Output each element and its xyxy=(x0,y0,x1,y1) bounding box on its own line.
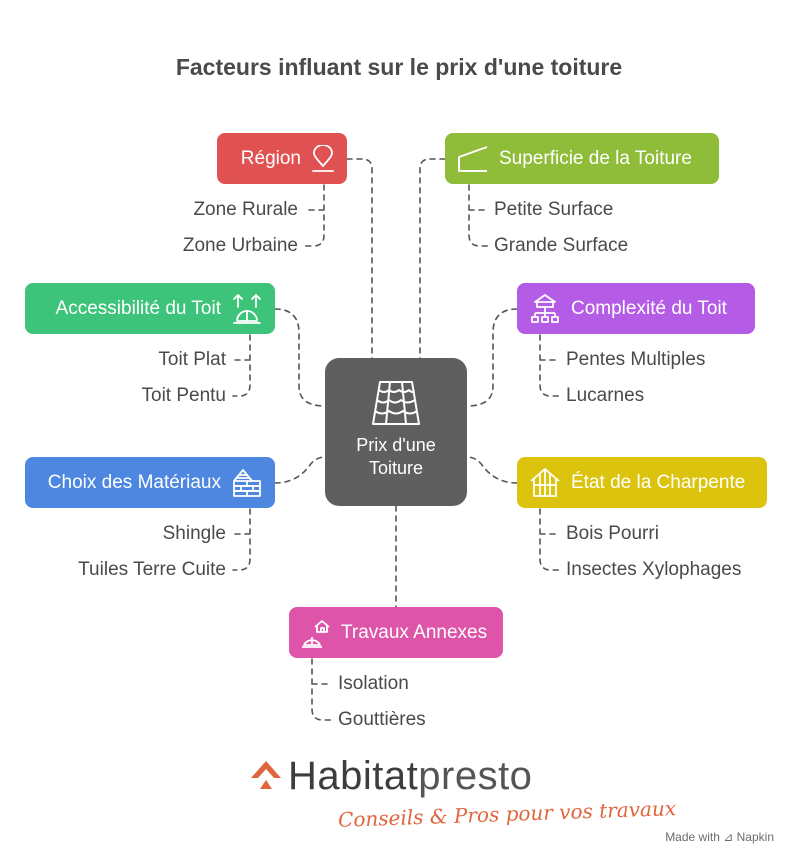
leaf-toit-plat: Toit Plat xyxy=(158,349,226,370)
leaf-zone-urbaine: Zone Urbaine xyxy=(182,235,298,256)
leaf-grande-surface: Grande Surface xyxy=(494,235,629,256)
node-accessibilite: Accessibilité du Toit xyxy=(25,283,275,334)
node-travaux: Travaux Annexes xyxy=(289,607,503,658)
logo-wordmark: Habitatpresto xyxy=(288,754,532,799)
node-superficie-label: Superficie de la Toiture xyxy=(499,147,692,169)
leaf-insectes-xylophages: Insectes Xylophages xyxy=(566,559,742,580)
center-node: Prix d'une Toiture xyxy=(325,358,467,506)
leaf-gouttieres: Gouttières xyxy=(338,709,426,730)
napkin-brand: Napkin xyxy=(736,830,774,844)
leaf-tuiles-terre-cuite: Tuiles Terre Cuite xyxy=(78,559,226,580)
map-pin-icon xyxy=(312,144,334,172)
bracket-accessibilite xyxy=(232,334,251,397)
node-complexite: Complexité du Toit xyxy=(517,283,755,334)
node-charpente: État de la Charpente xyxy=(517,457,767,508)
bracket-superficie xyxy=(468,184,489,247)
node-materiaux: Choix des Matériaux xyxy=(25,457,275,508)
roof-frame-icon xyxy=(530,467,560,497)
leaf-isolation: Isolation xyxy=(338,673,409,694)
made-with-napkin: Made with ⊿ Napkin xyxy=(665,830,774,844)
leaf-pentes-multiples: Pentes Multiples xyxy=(566,349,706,370)
node-region-label: Région xyxy=(240,147,301,169)
connector-charpente xyxy=(466,456,518,484)
leaf-shingle: Shingle xyxy=(162,523,226,544)
house-logo-icon xyxy=(251,761,281,789)
leaf-petite-surface: Petite Surface xyxy=(494,199,614,220)
worker-house-icon xyxy=(302,619,330,648)
habitatpresto-logo: Habitatpresto Conseils & Pros pour vos t… xyxy=(250,754,676,832)
node-superficie: Superficie de la Toiture xyxy=(445,133,719,184)
node-region: Région xyxy=(217,133,347,184)
bracket-travaux xyxy=(311,658,333,721)
materials-stack-icon xyxy=(233,468,261,497)
node-materiaux-label: Choix des Matériaux xyxy=(47,471,221,493)
roof-tiles-icon xyxy=(372,381,420,425)
center-label: Prix d'une Toiture xyxy=(356,435,436,478)
roof-area-icon xyxy=(458,145,488,172)
node-travaux-label: Travaux Annexes xyxy=(341,621,488,643)
bracket-complexite xyxy=(539,334,561,397)
bracket-charpente xyxy=(539,508,561,571)
bracket-materiaux xyxy=(232,508,251,571)
connector-accessibilite xyxy=(274,308,326,407)
connector-materiaux xyxy=(274,456,326,484)
napkin-icon: ⊿ xyxy=(723,830,734,844)
leaf-toit-pentu: Toit Pentu xyxy=(141,385,227,406)
logo-brand-part2: presto xyxy=(418,754,533,798)
node-complexite-label: Complexité du Toit xyxy=(571,297,727,319)
bracket-region xyxy=(302,184,325,247)
connector-superficie xyxy=(419,158,446,359)
worker-arrows-icon xyxy=(233,293,261,324)
logo-brand-part1: Habitat xyxy=(288,754,419,798)
leaf-lucarnes: Lucarnes xyxy=(566,385,645,406)
diagram-title: Facteurs influant sur le prix d'une toit… xyxy=(175,54,623,80)
node-accessibilite-label: Accessibilité du Toit xyxy=(55,297,221,319)
leaf-zone-rurale: Zone Rurale xyxy=(193,199,298,220)
node-charpente-label: État de la Charpente xyxy=(571,471,746,493)
leaf-bois-pourri: Bois Pourri xyxy=(566,523,659,544)
connector-complexite xyxy=(466,308,518,407)
connector-region xyxy=(346,158,373,359)
made-with-text: Made with xyxy=(665,830,720,844)
network-roof-icon xyxy=(531,293,559,323)
